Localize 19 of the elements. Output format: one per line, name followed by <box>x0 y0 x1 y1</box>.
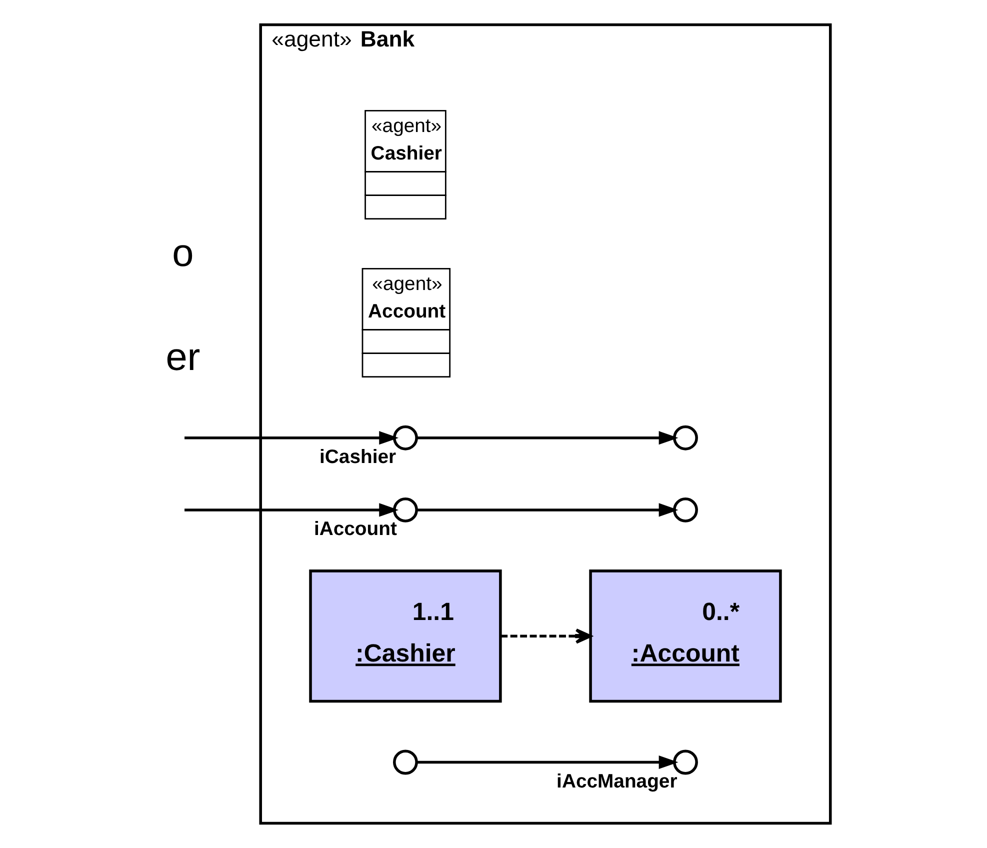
node-circle <box>393 750 418 775</box>
node-label: iAccManager <box>556 770 678 792</box>
label: er <box>166 336 200 379</box>
arrow <box>416 503 678 517</box>
node-box: 1..1 :Cashier <box>309 570 502 703</box>
arrow <box>416 431 678 445</box>
arrow <box>184 503 399 517</box>
node-label: iCashier <box>320 446 396 468</box>
node-circle <box>393 425 418 450</box>
arrow <box>500 628 592 644</box>
node-circle <box>673 497 698 522</box>
label: o <box>172 232 194 275</box>
node-box: 0..* :Account <box>589 570 782 703</box>
node-circle <box>673 425 698 450</box>
arrow <box>184 431 399 445</box>
node-circle <box>673 750 698 775</box>
node-label: iAccount <box>314 518 397 540</box>
node-circle <box>393 497 418 522</box>
arrow <box>416 755 678 770</box>
